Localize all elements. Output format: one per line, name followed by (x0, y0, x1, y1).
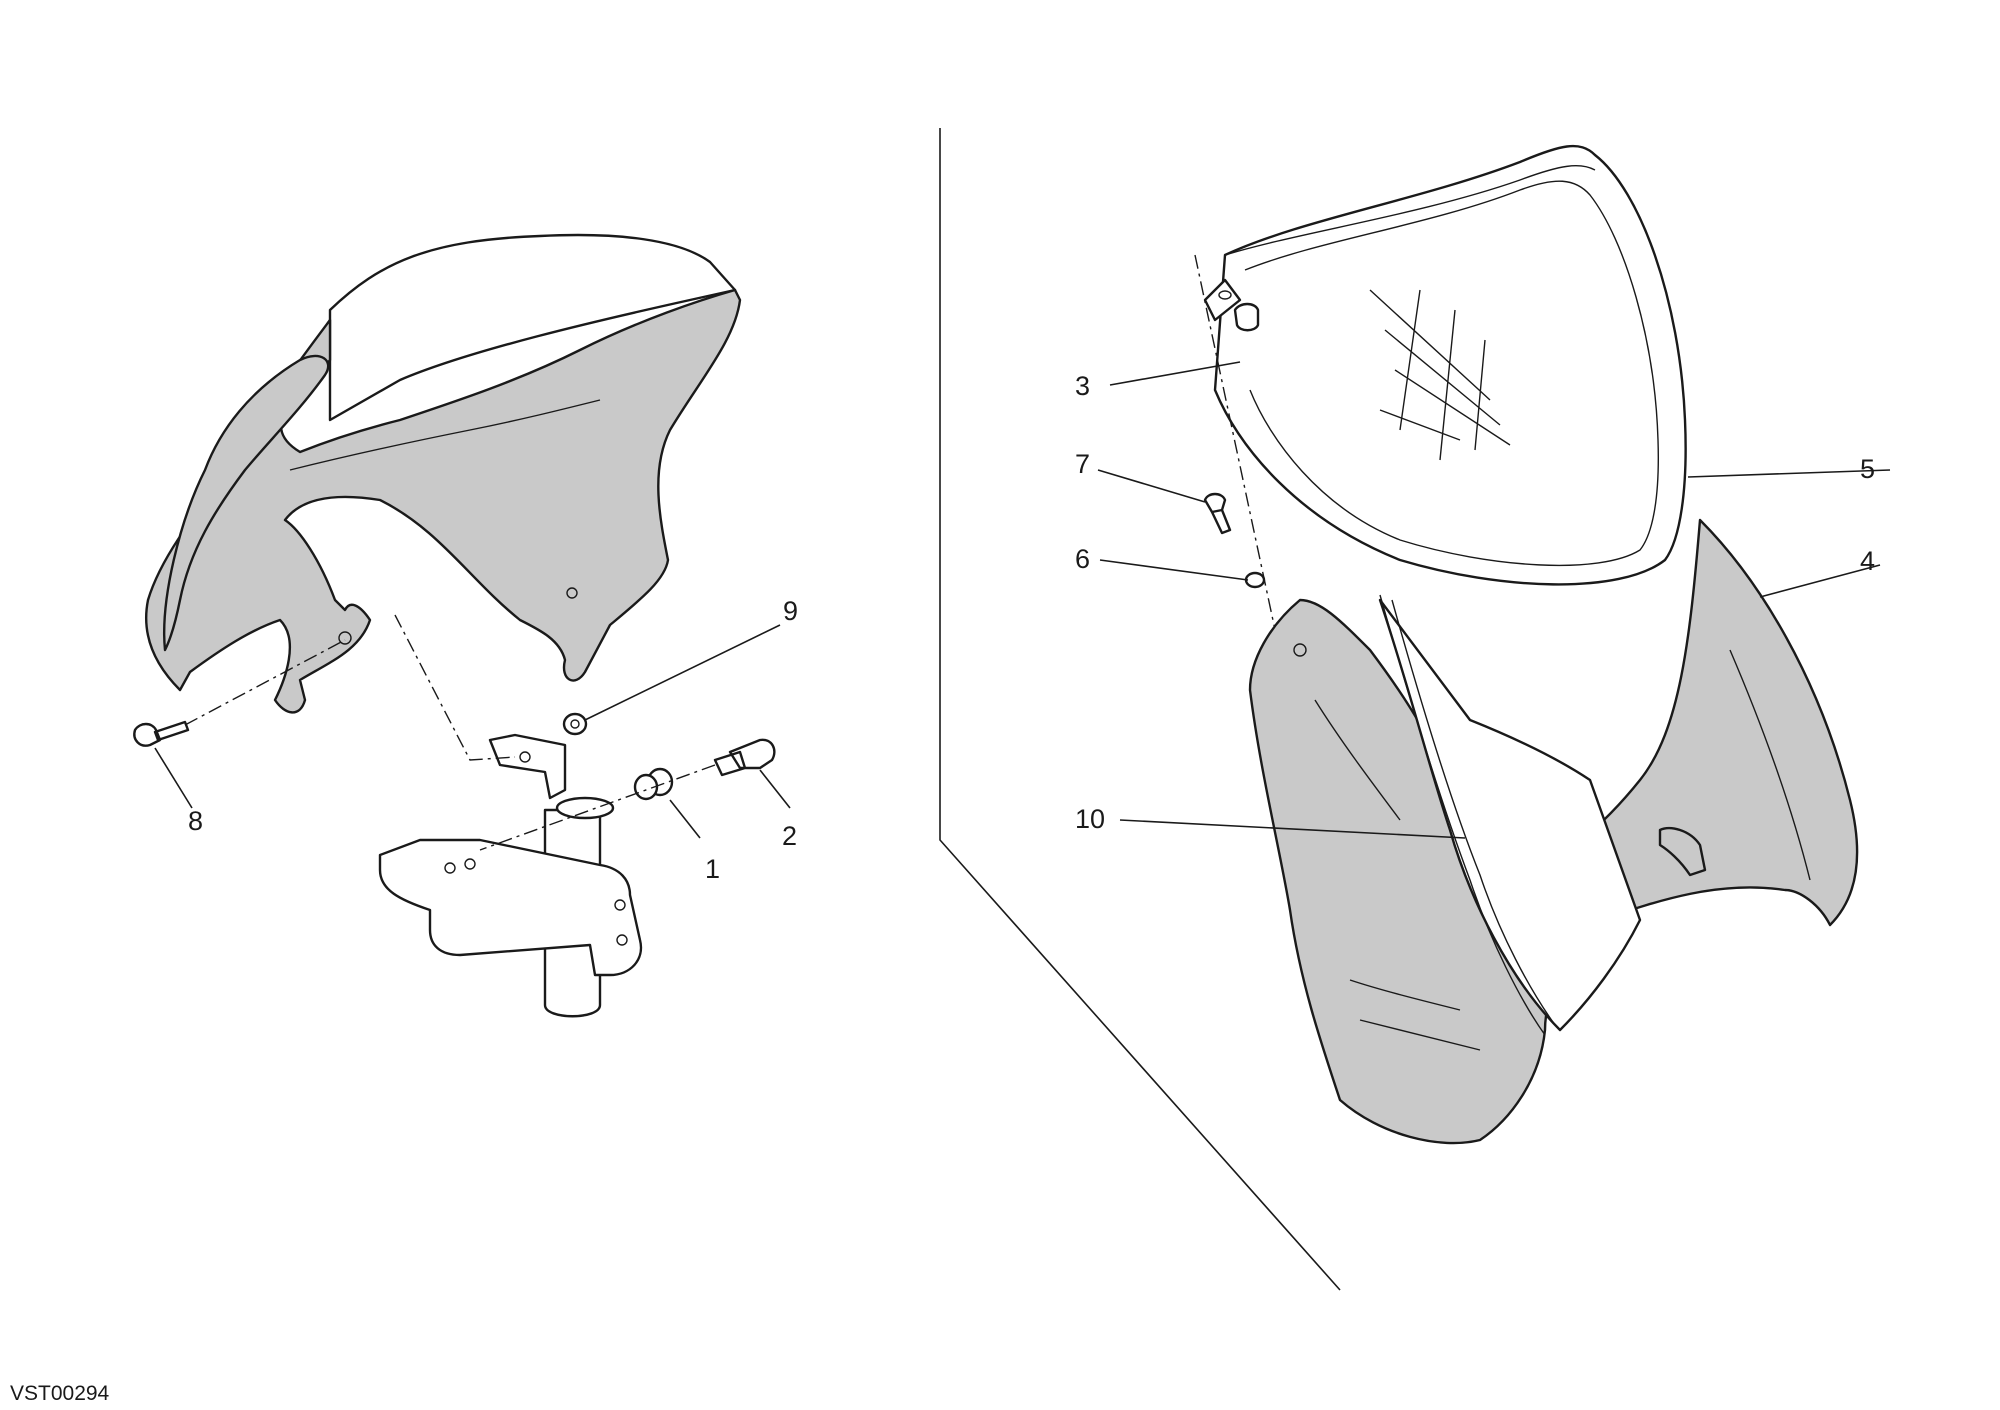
leader-lines (154, 361, 1891, 839)
left-windscreen-edge (289, 399, 601, 471)
view-divider (939, 128, 1341, 1291)
leader-6 (1099, 559, 1249, 581)
leader-4 (1759, 564, 1881, 598)
left-fairing-slot-hole (566, 587, 578, 599)
part-4-shading (1314, 649, 1811, 1051)
leader-2 (759, 769, 791, 809)
callout-1: 1 (705, 854, 720, 884)
callout-6: 6 (1075, 544, 1090, 574)
left-bracket-hole-1 (444, 862, 456, 874)
left-bracket-hole-4 (616, 934, 628, 946)
part-1-grommet-inner (633, 773, 659, 801)
part-4-screen-opening (1378, 598, 1642, 1032)
part-4-mount-hole (1293, 643, 1307, 657)
part-5-windscreen-inner (1244, 180, 1660, 567)
leader-8 (154, 747, 193, 809)
drawing-code: VST00294 (10, 1382, 110, 1405)
part-7-screw (1203, 492, 1232, 535)
part-9-nut-bore (570, 719, 580, 729)
callout-8: 8 (188, 806, 203, 836)
callout-7: 7 (1075, 449, 1090, 479)
left-assembly-view (133, 233, 776, 1018)
part-5-windscreen (1213, 144, 1687, 586)
part-3-screw (1233, 302, 1260, 332)
part-10-edge-trim-inner (1391, 599, 1556, 1026)
left-upper-bracket (488, 733, 567, 800)
part-5-windscreen-rim (1224, 165, 1596, 256)
part-5-mount-tab (1203, 278, 1242, 322)
callout-5: 5 (1860, 454, 1875, 484)
left-bracket-hole-2 (464, 858, 476, 870)
leader-5 (1687, 469, 1891, 478)
left-fairing-side-panel (163, 354, 330, 652)
left-head-tube-top (555, 796, 615, 820)
part-9-nut (562, 712, 588, 736)
part-8-screw (133, 720, 190, 747)
part-5-windscreen-hatch (1369, 289, 1511, 461)
part-3-hole (1218, 290, 1232, 300)
left-fairing-mount-hole (338, 631, 352, 645)
callout-10: 10 (1075, 804, 1105, 834)
left-support-bracket (378, 838, 643, 977)
leader-3 (1109, 361, 1241, 386)
callout-3: 3 (1075, 371, 1090, 401)
leader-10 (1119, 819, 1466, 839)
left-windscreen (328, 233, 737, 422)
callout-4: 4 (1860, 546, 1875, 576)
part-6-washer (1244, 571, 1266, 589)
right-exploded-view (1194, 144, 1859, 1145)
part-10-edge-trim (1379, 594, 1546, 1036)
part-4-flange (1658, 826, 1707, 877)
left-bracket-hole-3 (614, 899, 626, 911)
callout-labels: 1 2 3 4 5 6 7 8 9 10 (188, 371, 1875, 884)
left-upper-bracket-hole (519, 751, 531, 763)
leader-1 (669, 799, 701, 839)
leader-9 (584, 624, 781, 721)
leader-7 (1097, 469, 1206, 503)
left-assembly-axis-8 (184, 639, 346, 726)
part-2-screw (713, 738, 776, 777)
left-assembly-axis-screw (479, 764, 716, 851)
left-assembly-axis-bracket (394, 614, 516, 761)
callout-2: 2 (782, 821, 797, 851)
callout-9: 9 (783, 596, 798, 626)
